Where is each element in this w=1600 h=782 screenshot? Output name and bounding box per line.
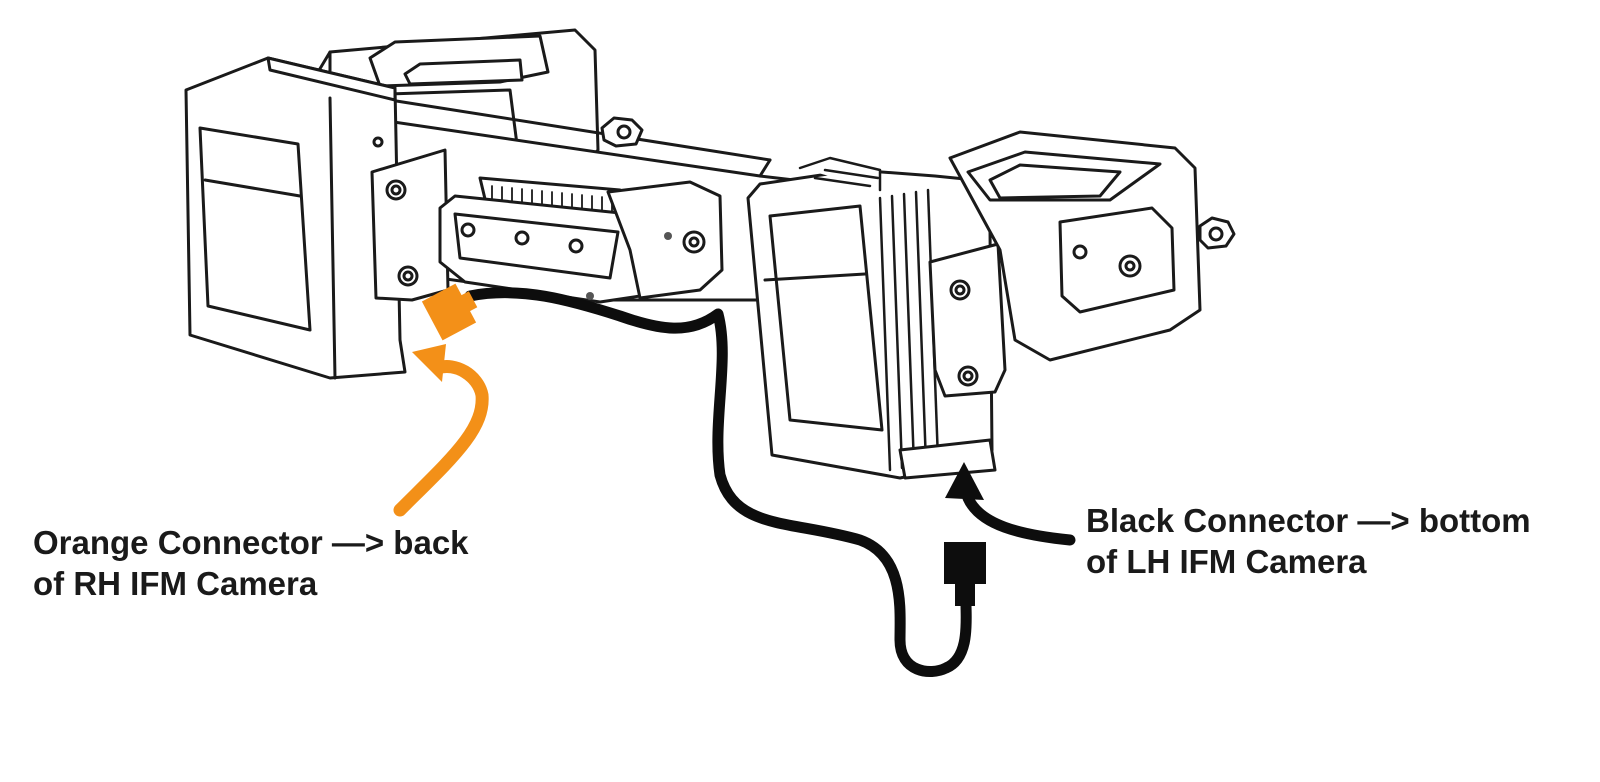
orange-connector [421,283,478,341]
black-arrow [945,462,1076,546]
right-side-plate [928,242,1007,398]
lh-ifm-camera-housing [746,156,997,480]
center-bracket-plate [606,180,724,300]
rh-ifm-camera-housing [184,56,407,380]
orange-label-line-1: Orange Connector —> back [33,524,469,561]
bolt-rear-left [600,116,644,148]
black-label-line-2: of LH IFM Camera [1086,543,1367,580]
black-connector [944,542,986,606]
orange-label-line-2: of RH IFM Camera [33,565,318,602]
central-connector-block [438,176,657,304]
black-connector-label: Black Connector —> bottom of LH IFM Came… [1086,500,1531,582]
left-side-plate [370,148,450,302]
bracket-assembly-line-art [184,28,1236,480]
black-cable [464,287,972,677]
orange-connector-label: Orange Connector —> back of RH IFM Camer… [33,522,469,604]
black-label-line-1: Black Connector —> bottom [1086,502,1531,539]
bolt-right [1198,216,1236,250]
rear-mount-right [948,130,1202,362]
orange-arrow [393,344,489,517]
rear-mount-left [316,28,600,170]
